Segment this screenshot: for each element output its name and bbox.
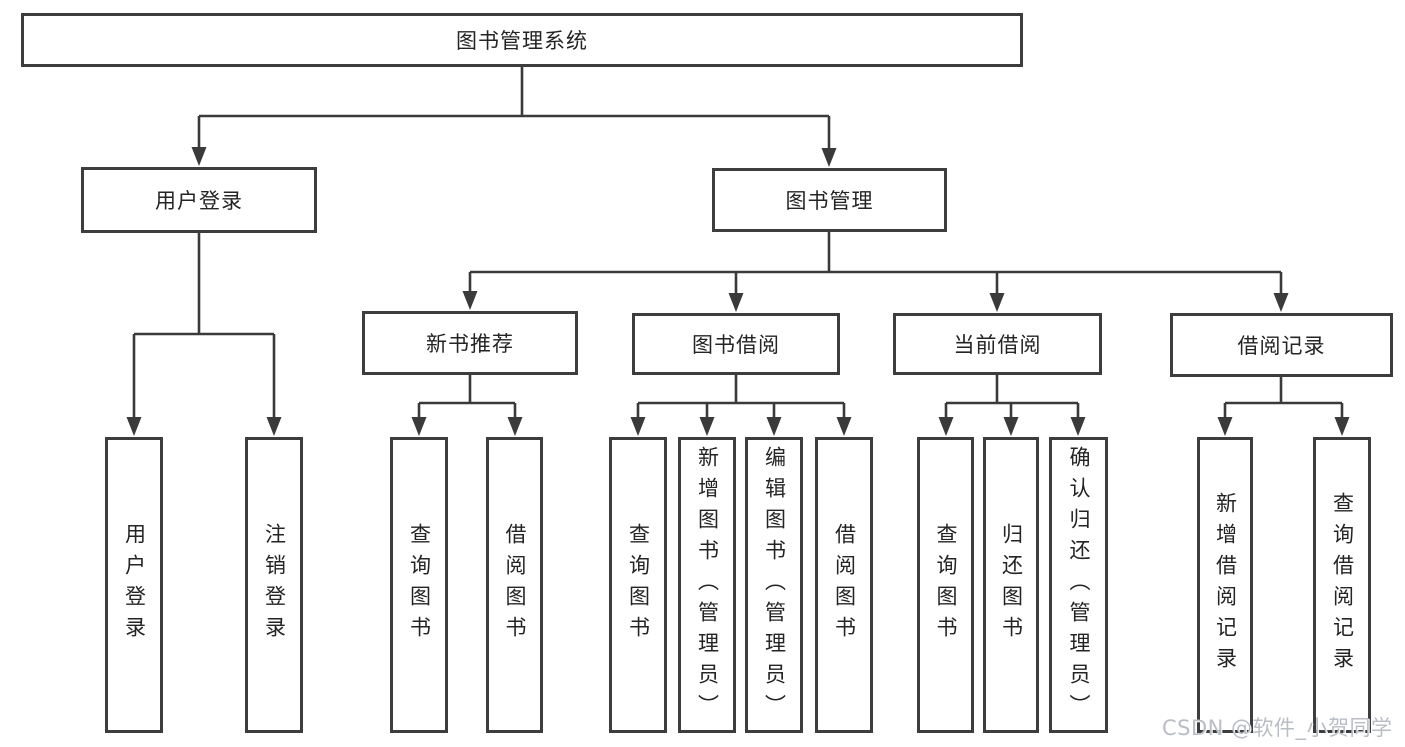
leaf-label: 借阅图书: [832, 523, 857, 647]
leaf-return-book: 归还图书: [983, 437, 1039, 733]
leaf-label: 查询图书: [407, 523, 432, 647]
leaf-confirm-return-admin: 确认归还（管理员）: [1049, 437, 1108, 733]
leaf-label: 用户登录: [122, 523, 147, 647]
leaf-label: 查询图书: [934, 523, 958, 647]
node-book-management-branch: 图书管理: [712, 168, 947, 232]
node-user-login-branch: 用户登录: [81, 167, 317, 233]
leaf-query-borrow-record: 查询借阅记录: [1313, 437, 1371, 733]
leaf-label: 新增借阅记录: [1213, 492, 1238, 678]
node-current-borrow: 当前借阅: [893, 313, 1102, 375]
leaf-add-book-admin: 新增图书（管理员）: [678, 437, 736, 733]
leaf-label: 编辑图书（管理员）: [762, 445, 787, 725]
leaf-label: 查询借阅记录: [1330, 492, 1355, 678]
leaf-query-books-borrow: 查询图书: [609, 437, 667, 733]
node-borrow-records: 借阅记录: [1170, 313, 1393, 377]
node-book-borrow: 图书借阅: [632, 313, 840, 375]
leaf-edit-book-admin: 编辑图书（管理员）: [745, 437, 803, 733]
leaf-add-borrow-record: 新增借阅记录: [1197, 437, 1253, 733]
leaf-user-login: 用户登录: [105, 437, 163, 733]
leaf-query-books-current: 查询图书: [917, 437, 974, 733]
leaf-label: 查询图书: [626, 523, 651, 647]
leaf-label: 新增图书（管理员）: [695, 445, 720, 725]
leaf-logout: 注销登录: [245, 437, 303, 733]
leaf-query-books-recommend: 查询图书: [390, 437, 448, 733]
leaf-label: 借阅图书: [503, 523, 527, 647]
leaf-label: 归还图书: [999, 523, 1024, 647]
leaf-label: 确认归还（管理员）: [1067, 445, 1091, 725]
leaf-borrow-books: 借阅图书: [815, 437, 873, 733]
leaf-borrow-books-recommend: 借阅图书: [486, 437, 543, 733]
csdn-watermark: CSDN @软件_小贺同学: [1162, 716, 1393, 740]
tree-edges: [132, 67, 1344, 420]
leaf-label: 注销登录: [262, 523, 287, 647]
node-new-book-recommend: 新书推荐: [362, 311, 578, 375]
node-root: 图书管理系统: [21, 13, 1023, 67]
